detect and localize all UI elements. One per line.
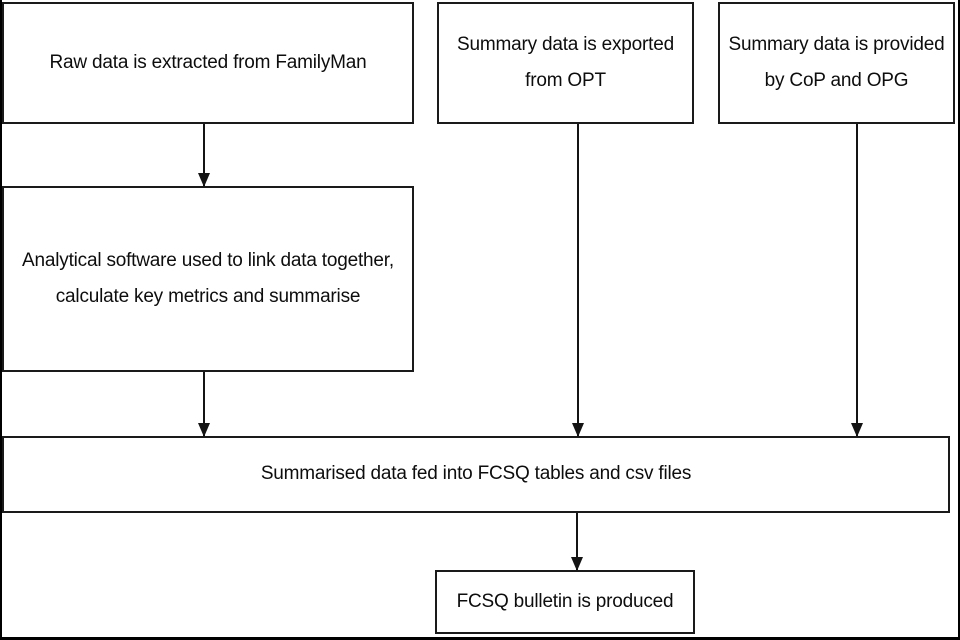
node-fcsq-bulletin: FCSQ bulletin is produced [435, 570, 695, 634]
node-analytical-software: Analytical software used to link data to… [2, 186, 414, 372]
node-summarised-data: Summarised data fed into FCSQ tables and… [2, 436, 950, 513]
node-cop-opg: Summary data is provided by CoP and OPG [718, 2, 955, 124]
node-analytical-line-1: Analytical software used to link data to… [22, 249, 394, 271]
arrow-analytical-to-summarised-icon [203, 372, 205, 436]
arrow-raw-data-to-analytical-icon [203, 124, 205, 186]
node-opt-export: Summary data is exported from OPT [437, 2, 694, 124]
arrow-cop-opg-to-summarised-icon [856, 124, 858, 436]
node-opt-export-line-2: from OPT [525, 70, 606, 91]
node-summarised-line-1: Summarised data fed into FCSQ tables and… [260, 463, 692, 485]
node-cop-opg-line-2: by CoP and OPG [764, 70, 909, 91]
node-raw-data: Raw data is extracted from FamilyMan [2, 2, 414, 124]
node-bulletin-line-1: FCSQ bulletin is produced [456, 590, 674, 612]
node-raw-data-line-1: Raw data is extracted from FamilyMan [49, 51, 367, 73]
arrow-opt-to-summarised-icon [577, 124, 579, 436]
node-analytical-line-2: calculate key metrics and summarise [55, 286, 361, 307]
node-opt-export-line-1: Summary data is exported [457, 33, 674, 55]
node-cop-opg-line-1: Summary data is provided [728, 33, 945, 55]
arrow-summarised-to-bulletin-icon [576, 513, 578, 570]
